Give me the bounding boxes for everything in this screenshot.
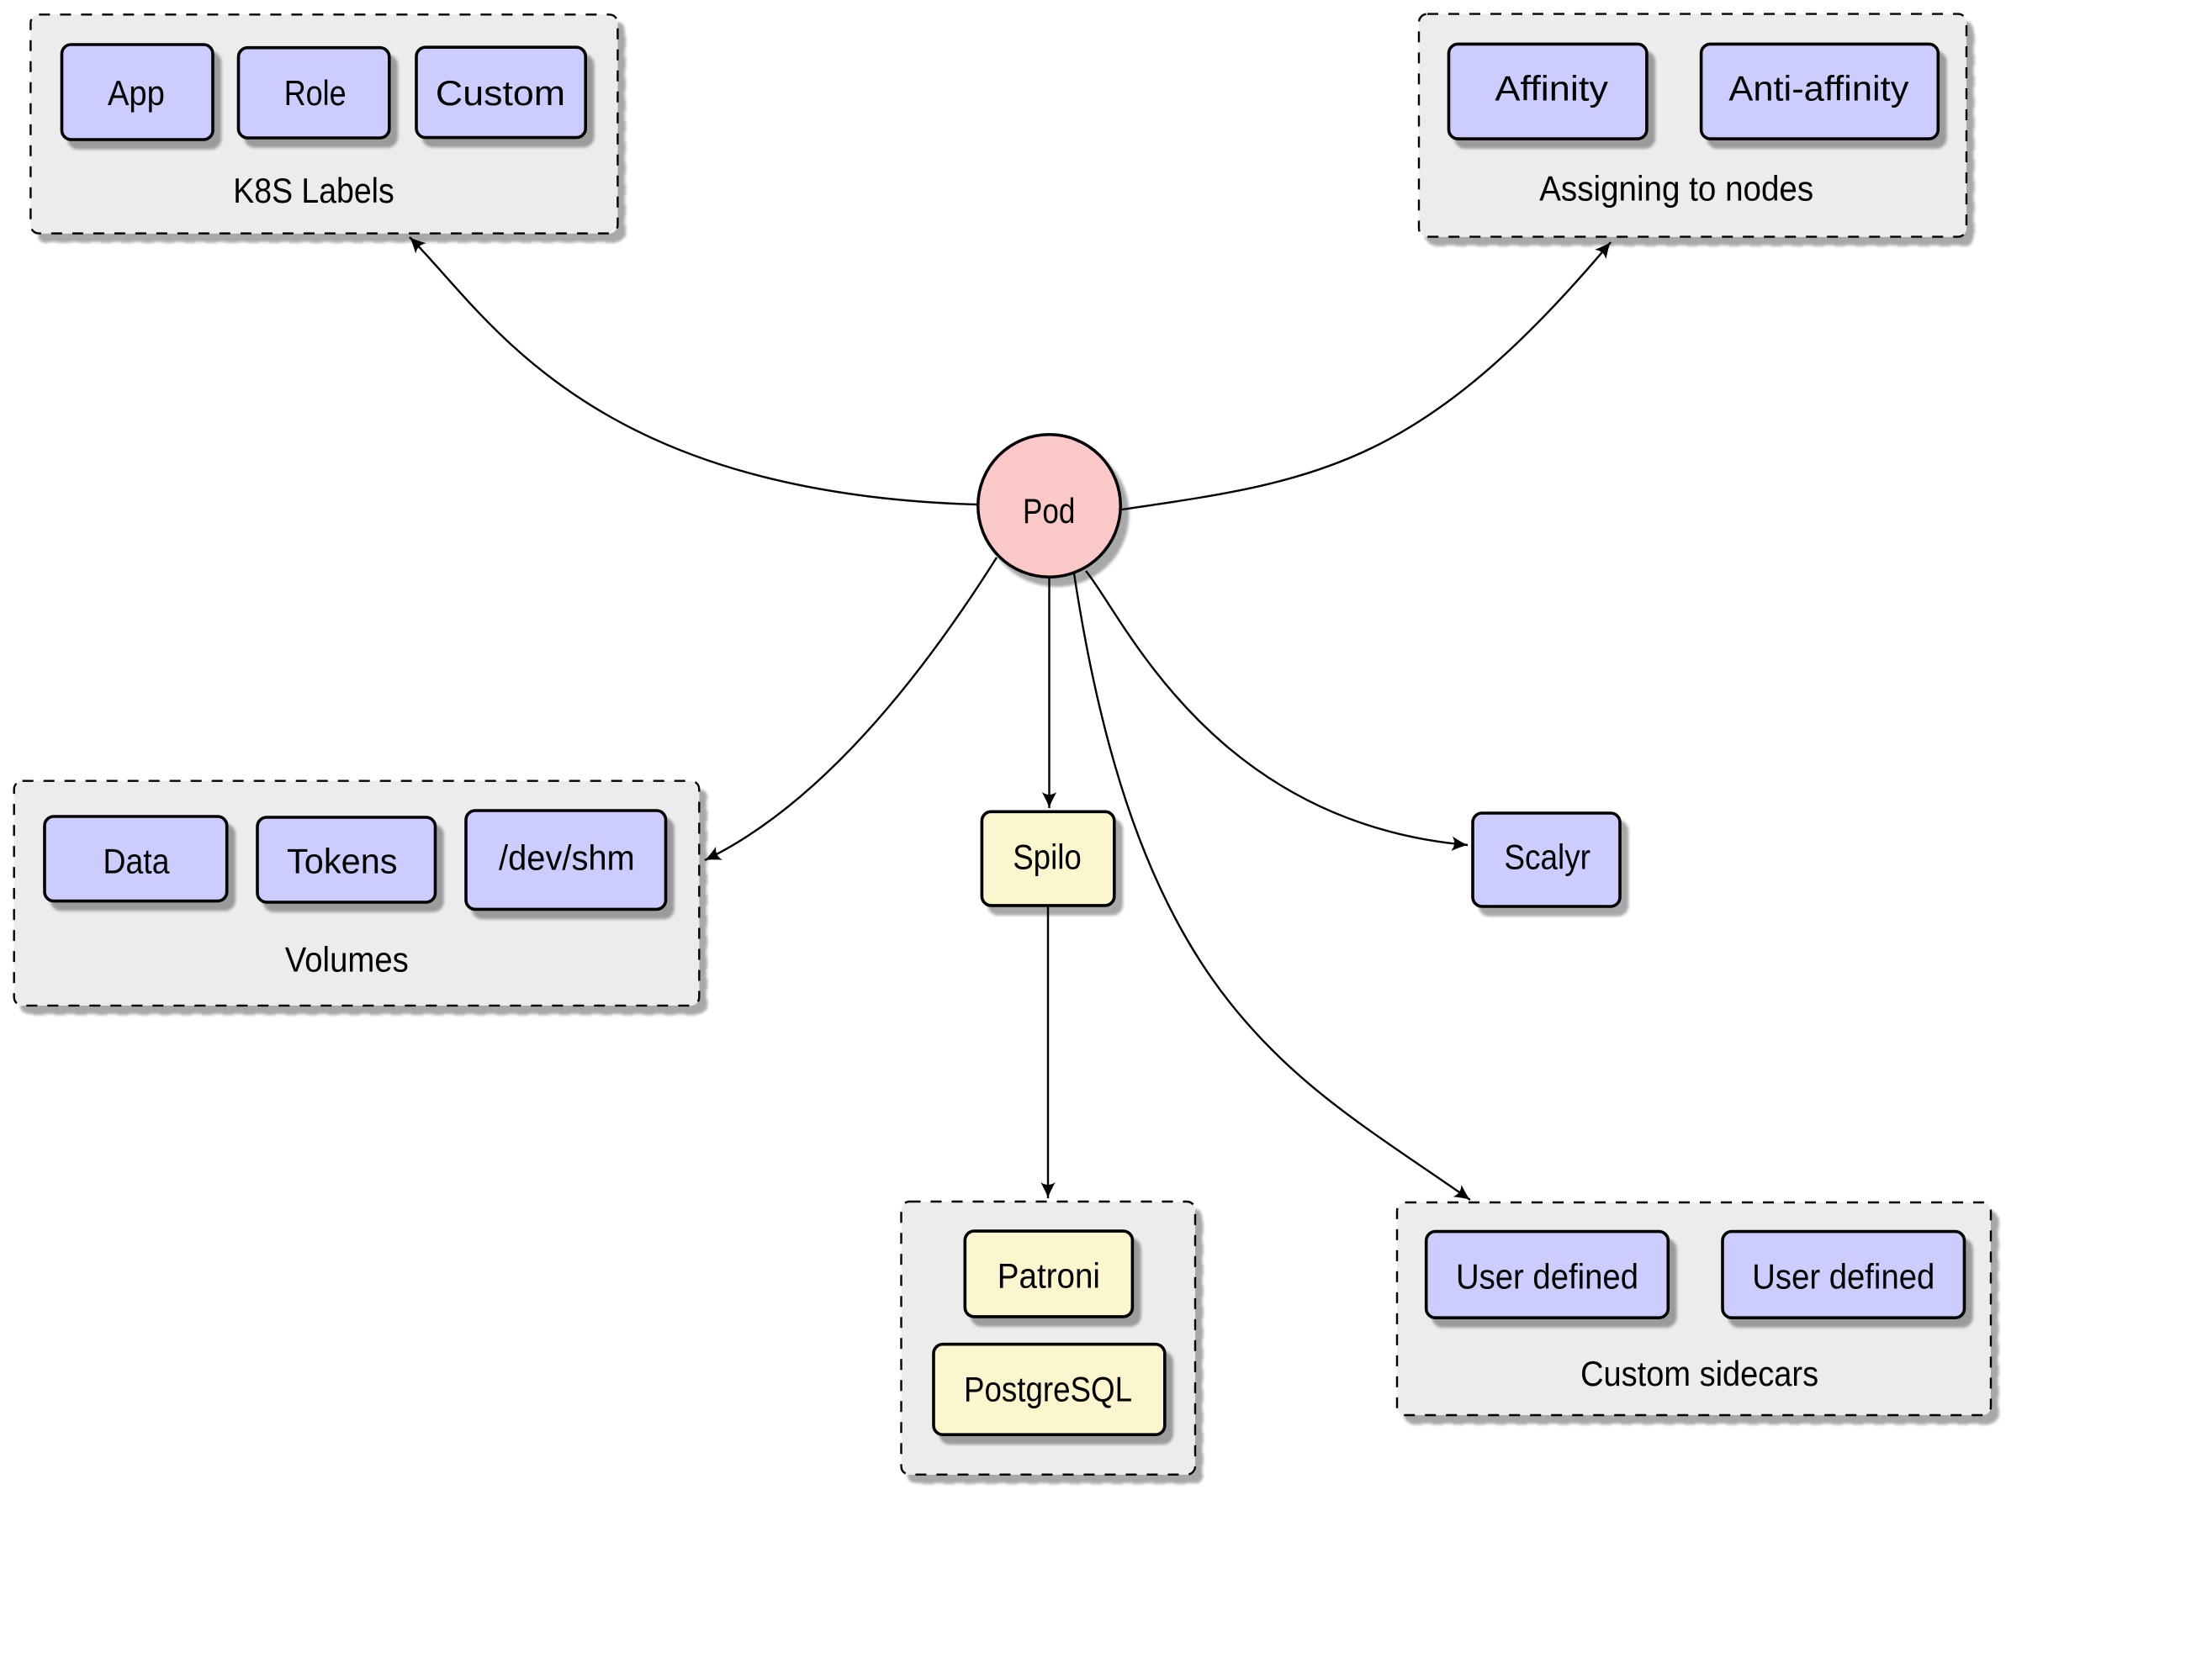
svg-text:/dev/shm: /dev/shm	[499, 838, 635, 878]
svg-text:Anti-affinity: Anti-affinity	[1728, 69, 1908, 108]
svg-text:Affinity: Affinity	[1495, 69, 1608, 108]
svg-text:Custom: Custom	[436, 73, 565, 113]
svg-text:User defined: User defined	[1752, 1256, 1934, 1296]
svg-text:Role: Role	[284, 73, 347, 113]
svg-text:User defined: User defined	[1456, 1256, 1638, 1296]
svg-text:Scalyr: Scalyr	[1504, 837, 1590, 877]
svg-text:Assigning to nodes: Assigning to nodes	[1539, 169, 1813, 209]
svg-text:K8S Labels: K8S Labels	[233, 171, 394, 210]
svg-text:Spilo: Spilo	[1013, 837, 1082, 877]
svg-text:Pod: Pod	[1023, 491, 1075, 531]
svg-text:Custom sidecars: Custom sidecars	[1580, 1354, 1818, 1393]
svg-text:Tokens: Tokens	[287, 842, 398, 881]
svg-text:Volumes: Volumes	[285, 939, 409, 979]
svg-text:Patroni: Patroni	[998, 1256, 1100, 1296]
svg-text:PostgreSQL: PostgreSQL	[964, 1370, 1132, 1409]
svg-text:Data: Data	[103, 842, 171, 881]
svg-text:App: App	[108, 73, 165, 113]
